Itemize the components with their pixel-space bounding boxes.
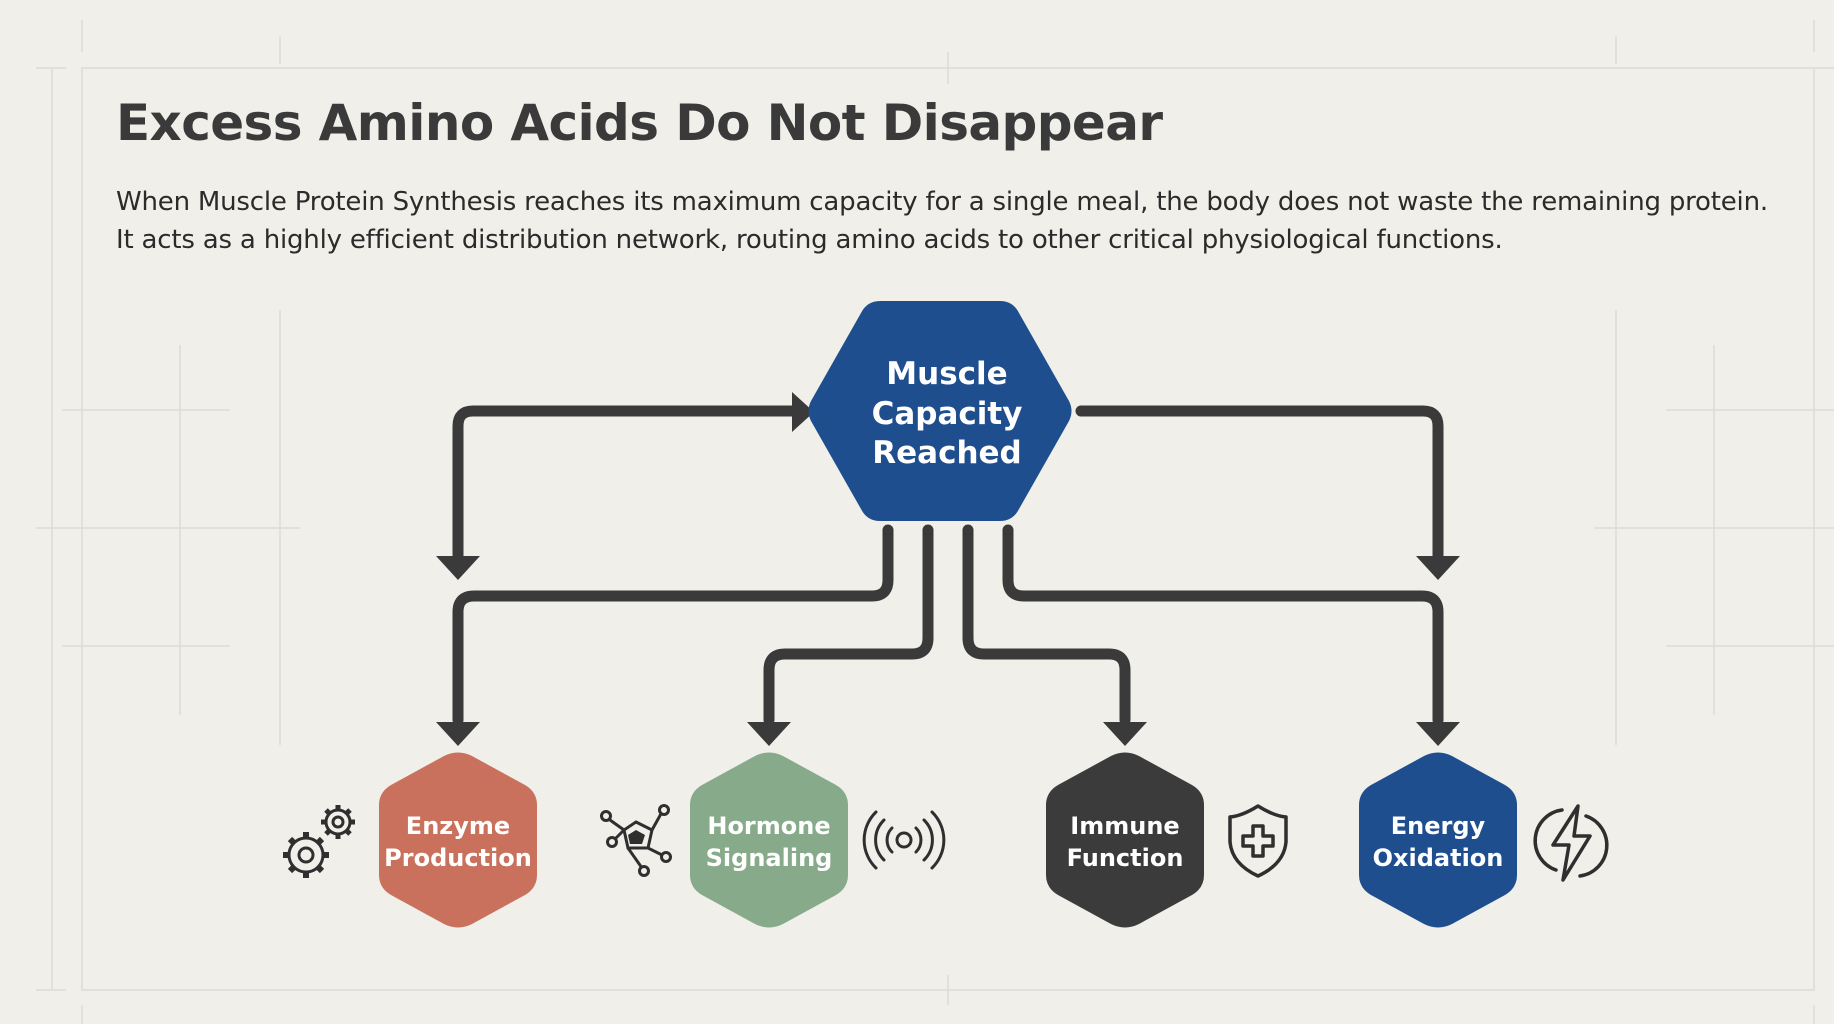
node-hormone-signaling: Hormone Signaling <box>690 752 848 928</box>
node-enzyme-production: Enzyme Production <box>379 752 537 928</box>
center-node-label-line2: Capacity <box>872 396 1023 432</box>
hormone-label-line1: Hormone <box>707 812 830 840</box>
immune-label-line1: Immune <box>1070 812 1179 840</box>
node-energy-oxidation: Energy Oxidation <box>1359 752 1517 928</box>
page-title: Excess Amino Acids Do Not Disappear <box>116 94 1163 152</box>
enzyme-label-line2: Production <box>384 844 532 872</box>
arrowhead-right-loop <box>1416 556 1460 580</box>
shield-cross-icon <box>1228 804 1288 878</box>
arrowhead-immune <box>1103 722 1147 746</box>
connector-to-energy <box>1002 524 1444 726</box>
hormone-hexagon <box>690 752 848 928</box>
immune-hexagon <box>1046 752 1204 928</box>
arrowhead-top-left <box>792 392 814 432</box>
node-immune-function: Immune Function <box>1046 752 1204 928</box>
center-node-label-line3: Reached <box>872 435 1021 471</box>
gears-icon <box>283 805 355 878</box>
connector-to-hormone <box>763 524 934 726</box>
energy-label-line1: Energy <box>1391 812 1486 840</box>
connector-to-immune <box>962 524 1131 726</box>
arrowheads <box>436 392 1460 746</box>
arrowhead-left-loop <box>436 556 480 580</box>
signal-waves-icon <box>862 810 946 870</box>
hormone-label-line2: Signaling <box>706 844 833 872</box>
energy-label-line2: Oxidation <box>1373 844 1504 872</box>
connector-right-loop <box>1075 405 1444 564</box>
page-description: When Muscle Protein Synthesis reaches it… <box>116 187 1768 255</box>
lightning-icon <box>1533 804 1609 882</box>
immune-label-line2: Function <box>1067 844 1184 872</box>
arrowhead-enzyme <box>436 722 480 746</box>
center-node: Muscle Capacity Reached <box>808 301 1072 521</box>
enzyme-label-line1: Enzyme <box>406 812 510 840</box>
arrowhead-energy <box>1416 722 1460 746</box>
energy-hexagon <box>1359 752 1517 928</box>
center-node-label-line1: Muscle <box>886 356 1007 392</box>
enzyme-hexagon <box>379 752 537 928</box>
center-hexagon <box>808 301 1072 521</box>
connector-left-loop <box>452 405 799 564</box>
arrowhead-hormone <box>747 722 791 746</box>
connector-to-enzyme <box>452 524 894 726</box>
connectors <box>452 405 1444 726</box>
molecule-icon <box>600 804 672 877</box>
